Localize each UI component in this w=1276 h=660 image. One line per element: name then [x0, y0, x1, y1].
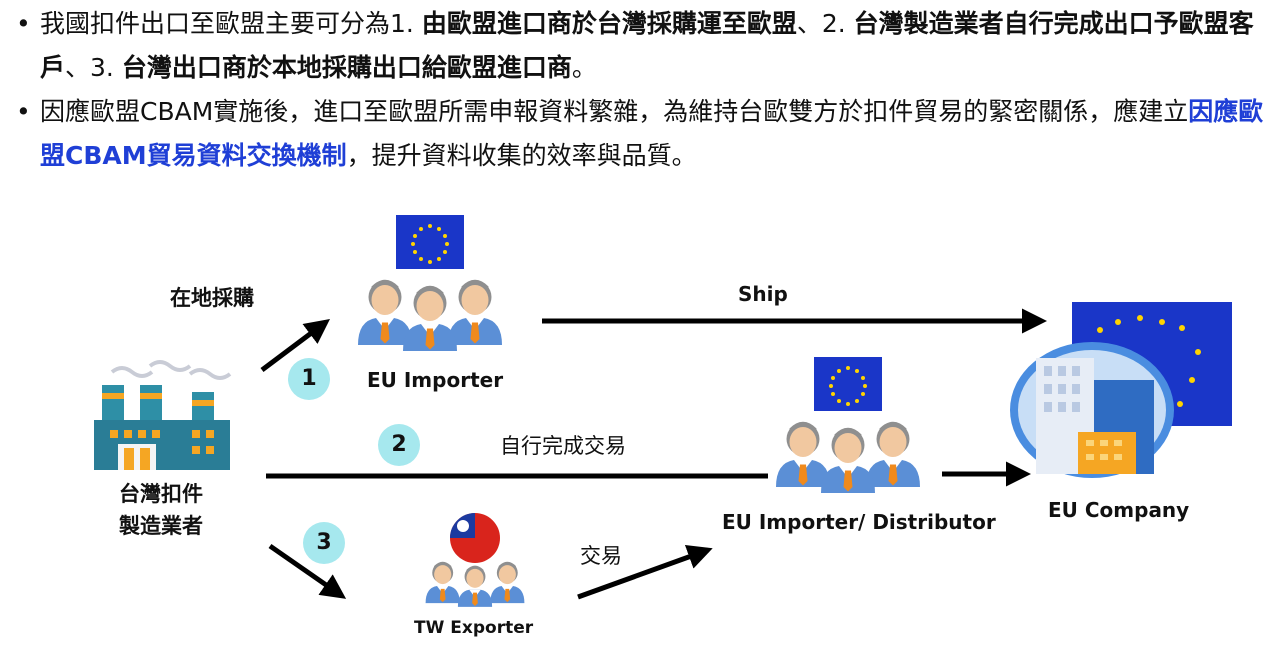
tw-exporter-label: TW Exporter [414, 618, 534, 638]
eu-company-building-icon [1010, 302, 1232, 478]
eu-company-label: EU Company [1048, 498, 1190, 522]
self-trade-label: 自行完成交易 [500, 434, 626, 458]
bullet1-option2: 台灣製造業者自行完成出口予歐盟客戶 [40, 9, 1254, 82]
bullet1-intro: 我國扣件出口至歐盟主要可分為1. [40, 9, 422, 38]
ship-label: Ship [738, 282, 788, 306]
factory-label: 台灣扣件 製造業者 [96, 478, 226, 542]
people-group-icon [776, 421, 920, 493]
eu-flag-icon [396, 215, 464, 269]
bullet2-end: ，提升資料收集的效率與品質。 [346, 141, 697, 170]
bullet1-sep2: 、3. [65, 53, 122, 82]
eu-importer-label: EU Importer [367, 368, 504, 392]
people-group-icon [425, 561, 525, 607]
eu-importer-distributor-label: EU Importer/ Distributor [722, 510, 996, 534]
text-bullets: • 我國扣件出口至歐盟主要可分為1. 由歐盟進口商於台灣採購運至歐盟、2. 台灣… [14, 2, 1264, 178]
bullet1-option1: 由歐盟進口商於台灣採購運至歐盟 [421, 9, 797, 38]
bullet1-end: 。 [571, 53, 597, 82]
bullet-dot: • [16, 9, 31, 38]
step-1-badge: 1 [288, 358, 330, 400]
trade-label: 交易 [580, 544, 622, 568]
bullet-cbam: • 因應歐盟CBAM實施後，進口至歐盟所需申報資料繁雜，為維持台歐雙方於扣件貿易… [14, 90, 1264, 178]
bullet1-sep1: 、2. [796, 9, 854, 38]
taiwan-flag-icon [450, 513, 500, 563]
arrow-to-tw-exporter [268, 543, 347, 599]
arrow-to-eu-importer [260, 319, 330, 372]
eu-flag-icon [814, 357, 882, 411]
factory-label-line1: 台灣扣件 [119, 482, 203, 506]
factory-icon [94, 360, 232, 470]
step-3-badge: 3 [303, 522, 345, 564]
people-group-icon [358, 279, 502, 351]
bullet-export-paths: • 我國扣件出口至歐盟主要可分為1. 由歐盟進口商於台灣採購運至歐盟、2. 台灣… [14, 2, 1264, 90]
bullet1-option3: 台灣出口商於本地採購出口給歐盟進口商 [121, 53, 572, 82]
bullet-dot: • [16, 97, 31, 126]
local-purchase-label: 在地採購 [170, 286, 254, 310]
step-2-badge: 2 [378, 424, 420, 466]
bullet2-highlight: 因應歐盟CBAM貿易資料交換機制 [40, 97, 1264, 170]
arrow-trade [577, 545, 713, 600]
factory-label-line2: 製造業者 [119, 514, 203, 538]
bullet2-intro: 因應歐盟CBAM實施後，進口至歐盟所需申報資料繁雜，為維持台歐雙方於扣件貿易的緊… [40, 97, 1189, 126]
